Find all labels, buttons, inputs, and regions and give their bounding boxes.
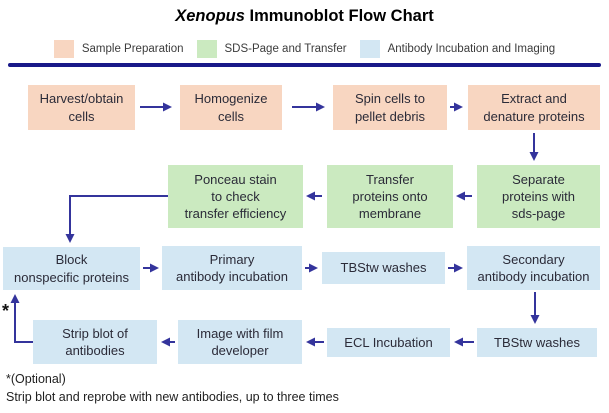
legend-item-antibody-incubation: Antibody Incubation and Imaging (359, 40, 556, 58)
flow-node-tbstw-washes-1: TBStw washes (322, 252, 445, 284)
arrow-strip-to-block-optional (10, 294, 33, 343)
antibody-incubation-swatch (359, 40, 380, 58)
optional-asterisk-marker: * (2, 301, 10, 321)
flow-node-homogenize-cells: Homogenize cells (180, 85, 282, 130)
title-species-italic: Xenopus (175, 7, 245, 25)
flow-node-harvest-cells: Harvest/obtain cells (28, 85, 135, 130)
footnote-optional: *(Optional) (6, 372, 66, 386)
flow-node-ponceau-stain: Ponceau stain to check transfer efficien… (168, 165, 303, 228)
page-title: Xenopus Immunoblot Flow Chart (0, 7, 609, 26)
legend-label: Sample Preparation (81, 43, 184, 55)
header-divider-rule (8, 63, 601, 67)
sds-page-transfer-swatch (196, 40, 217, 58)
legend-item-sample-preparation: Sample Preparation (53, 40, 184, 58)
flow-node-ecl-incubation: ECL Incubation (327, 328, 450, 357)
legend-label: SDS-Page and Transfer (224, 43, 347, 55)
flow-node-secondary-antibody: Secondary antibody incubation (467, 246, 600, 290)
legend-item-sds-page-transfer: SDS-Page and Transfer (196, 40, 347, 58)
flow-node-spin-cells: Spin cells to pellet debris (333, 85, 447, 130)
flow-node-block-nonspecific: Block nonspecific proteins (3, 247, 140, 290)
footnote-strip-reprobe: Strip blot and reprobe with new antibodi… (6, 390, 339, 404)
flow-node-tbstw-washes-2: TBStw washes (477, 328, 597, 357)
flow-node-separate-sds-page: Separate proteins with sds-page (477, 165, 600, 228)
legend: Sample Preparation SDS-Page and Transfer… (0, 40, 609, 58)
title-rest: Immunoblot Flow Chart (244, 7, 434, 25)
flow-node-extract-denature: Extract and denature proteins (468, 85, 600, 130)
legend-label: Antibody Incubation and Imaging (387, 43, 556, 55)
flow-node-primary-antibody: Primary antibody incubation (162, 246, 302, 290)
flow-node-strip-blot: Strip blot of antibodies (33, 320, 157, 364)
sample-preparation-swatch (53, 40, 74, 58)
arrow-ponceau-to-block (65, 195, 168, 243)
flow-node-transfer-membrane: Transfer proteins onto membrane (327, 165, 453, 228)
flow-node-image-film: Image with film developer (178, 320, 302, 364)
